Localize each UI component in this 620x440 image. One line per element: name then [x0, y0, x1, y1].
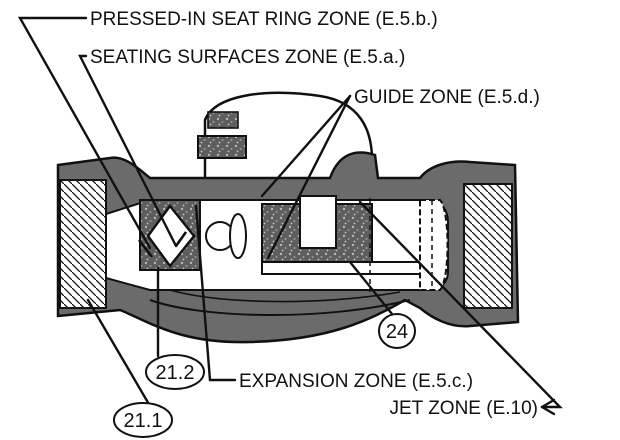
leader-guide-b — [266, 94, 352, 260]
cap-flange — [197, 135, 247, 159]
valve-drawing — [56, 91, 520, 344]
leader-jet-arrow — [540, 398, 556, 409]
lower-passage — [149, 299, 411, 317]
label-expansion-zone: EXPANSION ZONE (E.5.c.) — [239, 371, 473, 392]
left-threads — [59, 179, 107, 309]
label-guide-zone: GUIDE ZONE (E.5.d.) — [354, 87, 540, 108]
stem — [261, 261, 431, 275]
leader-pressed-in-tick — [137, 239, 154, 258]
callout-24-oval — [378, 313, 416, 349]
leader-jet — [358, 200, 563, 409]
leader-jet-arrow-b — [540, 405, 556, 416]
label-pressed-in-seat-ring-zone: PRESSED-IN SEAT RING ZONE (E.5.b.) — [90, 9, 438, 30]
guide-sleeve — [299, 195, 337, 249]
leader-seating-tick — [174, 231, 188, 247]
leader-seating — [78, 54, 178, 248]
callout-21-1: 21.1 — [124, 410, 163, 432]
leader-guide-a — [260, 94, 352, 198]
right-threads — [463, 183, 513, 309]
callout-24: 24 — [386, 321, 408, 343]
callout-21-2-oval — [145, 354, 205, 390]
right-insert — [419, 199, 449, 291]
leader-lines — [17, 16, 563, 416]
label-seating-surfaces-zone: SEATING SURFACES ZONE (E.5.a.) — [90, 47, 405, 68]
disc-cup — [229, 213, 247, 259]
leader-21-1 — [86, 298, 152, 408]
leader-24 — [348, 260, 394, 316]
cap-top-block — [207, 111, 239, 129]
leader-expansion — [194, 204, 237, 382]
label-jet-zone: JET ZONE (E.10) — [389, 398, 538, 419]
callout-21-1-oval — [113, 402, 173, 438]
callout-21-2: 21.2 — [156, 362, 195, 384]
lower-passage-inner — [169, 289, 401, 303]
leader-pressed-in — [17, 16, 152, 250]
